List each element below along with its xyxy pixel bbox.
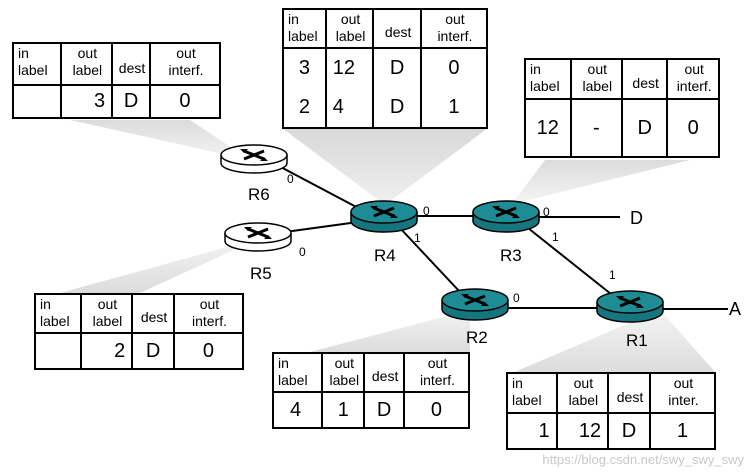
header-dest: dest	[372, 8, 422, 49]
callout-r3	[512, 160, 690, 204]
cell-dest: D	[372, 88, 422, 129]
cell-dest: D	[372, 47, 422, 88]
iface-r3-1: 1	[552, 230, 559, 244]
cell-out-interf: 0	[172, 332, 245, 370]
cell-dest: D	[620, 98, 669, 158]
callout-r6	[70, 120, 250, 160]
iface-r4-1: 1	[414, 231, 421, 245]
router-label-r4: R4	[374, 246, 396, 265]
cell-out-interf: 0	[402, 391, 471, 429]
cell-dest: D	[111, 84, 151, 119]
dest-label-a: A	[729, 299, 741, 319]
iface-r5-0: 0	[299, 245, 306, 259]
iface-r3-0: 0	[543, 205, 550, 219]
link-r6-r4	[274, 163, 363, 211]
callout-r4	[282, 128, 488, 205]
cell-out-interf: 1	[648, 412, 717, 450]
iface-r2-0: 0	[513, 291, 520, 305]
cell-dest: D	[607, 412, 651, 450]
links	[274, 163, 728, 310]
cell-out-interf: 1	[419, 88, 489, 129]
callout-r5	[60, 238, 260, 293]
callout-r2	[310, 310, 470, 352]
iface-r4-0: 0	[423, 204, 430, 218]
cell-out-label: 12	[555, 412, 610, 450]
link-r3-r1	[527, 227, 617, 299]
cell-in-label	[34, 332, 82, 370]
router-r6-icon	[220, 144, 288, 174]
cell-in-label: 3	[282, 47, 327, 88]
cell-out-label: 1	[321, 391, 366, 429]
cell-out-label: 4	[324, 88, 375, 129]
iface-r1-1: 1	[609, 268, 616, 282]
router-label-r3: R3	[500, 246, 522, 265]
header-dest: dest	[131, 293, 175, 334]
router-label-r1: R1	[626, 331, 648, 350]
link-r5-r4	[284, 221, 359, 233]
cell-in-label: 4	[271, 391, 324, 429]
router-label-r6: R6	[248, 185, 270, 204]
router-r4-icon	[350, 200, 418, 233]
cell-in-label: 2	[282, 88, 327, 129]
cell-out-interf: 0	[148, 84, 222, 119]
cell-in-label	[12, 84, 62, 119]
header-dest: dest	[620, 58, 669, 100]
cell-in-label: 1	[506, 412, 558, 450]
link-r4-r2	[399, 227, 461, 293]
cell-dest: D	[131, 332, 175, 370]
header-dest: dest	[363, 352, 405, 393]
router-label-r5: R5	[250, 264, 272, 283]
cell-out-label: 3	[59, 84, 114, 119]
dest-label-d: D	[630, 208, 643, 228]
router-r3-icon	[472, 200, 540, 233]
router-r2-icon	[441, 288, 509, 321]
cell-out-interf: 0	[666, 98, 720, 158]
iface-r6-0: 0	[287, 172, 294, 186]
cell-out-label: 12	[324, 47, 375, 88]
cell-out-interf: 0	[419, 47, 489, 88]
header-dest: dest	[111, 42, 151, 86]
source-watermark: https://blog.csdn.net/swy_swy_swy	[542, 452, 744, 467]
cell-in-label: 12	[524, 98, 572, 158]
header-dest: dest	[607, 372, 651, 414]
callout-r1	[512, 310, 716, 373]
cell-dest: D	[363, 391, 405, 429]
router-label-r2: R2	[466, 328, 488, 347]
cell-out-label: -	[569, 98, 623, 158]
cell-out-label: 2	[79, 332, 134, 370]
router-r1-icon	[596, 290, 664, 323]
router-r5-icon	[224, 222, 292, 252]
